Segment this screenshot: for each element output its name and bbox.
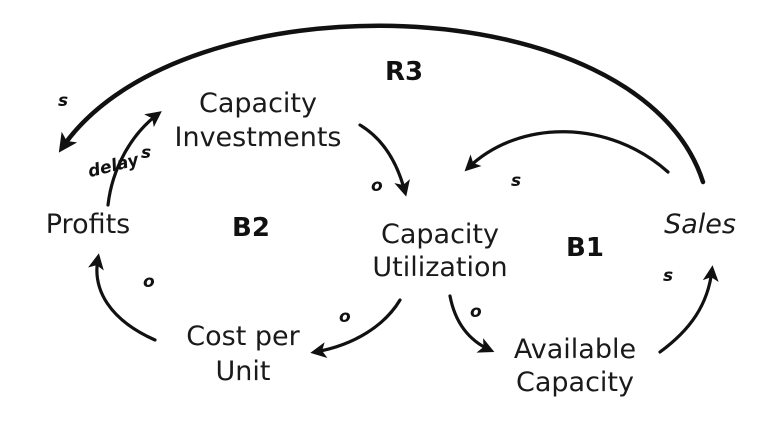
- polarity-sales-to-capacity-utilization: s: [511, 171, 521, 191]
- link-available-capacity-to-sales: [658, 265, 719, 354]
- polarity-available-capacity-to-sales: s: [663, 266, 673, 286]
- polarity-sales-to-profits: s: [58, 91, 68, 111]
- node-cost-per-unit: Cost per Unit: [186, 321, 300, 387]
- node-capacity-investments-line2: Investments: [175, 122, 342, 153]
- polarity-capacity-utilization-to-cost-per-unit: o: [339, 307, 351, 327]
- link-sales-to-profits: [58, 23, 706, 185]
- link-sales-to-capacity-utilization: [464, 130, 670, 174]
- loop-label-r3: R3: [385, 57, 423, 87]
- node-sales: Sales: [664, 209, 736, 240]
- node-available-capacity: Available Capacity: [514, 334, 636, 398]
- node-capacity-investments: Capacity Investments: [175, 88, 342, 153]
- node-profits: Profits: [46, 209, 131, 240]
- polarity-capacity-utilization-to-available-capacity: o: [470, 302, 482, 322]
- link-capacity-investments-to-capacity-utilization: [358, 123, 410, 197]
- loop-label-b1: B1: [566, 233, 604, 263]
- loop-label-b2: B2: [232, 213, 270, 243]
- node-cost-per-unit-line2: Unit: [216, 356, 271, 387]
- node-capacity-investments-line1: Capacity: [199, 88, 317, 119]
- node-cost-per-unit-line1: Cost per: [186, 321, 300, 352]
- node-capacity-utilization-line1: Capacity: [381, 219, 499, 250]
- polarity-profits-to-capacity-investments: s: [141, 143, 151, 163]
- link-capacity-utilization-to-cost-per-unit: [310, 298, 402, 358]
- node-available-capacity-line2: Capacity: [516, 367, 634, 398]
- link-capacity-utilization-to-available-capacity: [448, 294, 495, 353]
- polarity-cost-per-unit-to-profits: o: [143, 272, 155, 292]
- link-cost-per-unit-to-profits: [88, 253, 157, 342]
- polarity-capacity-investments-to-capacity-utilization: o: [371, 176, 383, 196]
- node-capacity-utilization-line2: Utilization: [372, 252, 507, 283]
- link-profits-to-capacity-investments: [106, 111, 162, 207]
- node-capacity-utilization: Capacity Utilization: [372, 219, 507, 283]
- node-available-capacity-line1: Available: [514, 334, 636, 365]
